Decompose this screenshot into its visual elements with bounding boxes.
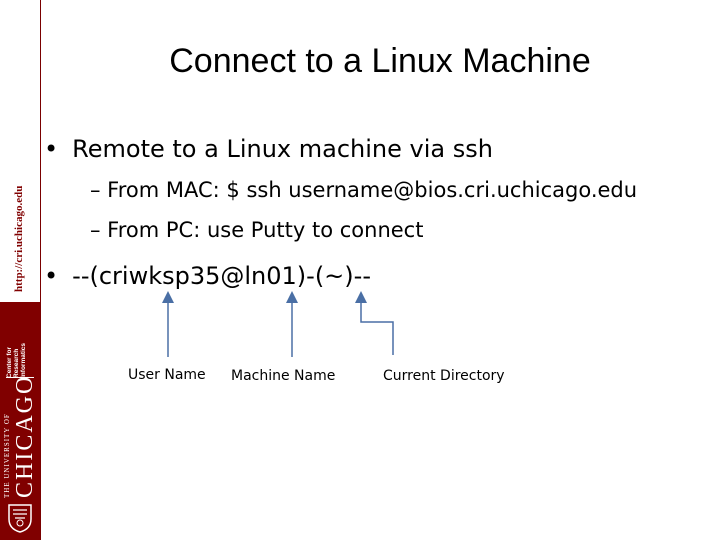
sidebar-divider <box>40 0 41 540</box>
bullet-glyph: • <box>44 135 59 163</box>
bullet-prompt: • --(criwksp35@ln01)-(~)-- <box>44 262 371 290</box>
university-seal-icon <box>8 504 32 533</box>
brand-block <box>0 302 40 540</box>
bullet-ssh-text: Remote to a Linux machine via ssh <box>72 135 493 163</box>
sub-bullet-pc: – From PC: use Putty to connect <box>90 218 424 242</box>
label-user-name: User Name <box>128 367 206 383</box>
label-current-directory: Current Directory <box>383 368 505 384</box>
label-machine-name: Machine Name <box>231 368 336 384</box>
bullet-glyph: • <box>44 262 59 290</box>
prompt-text: --(criwksp35@ln01)-(~)-- <box>72 262 371 290</box>
logo-divider <box>6 377 34 378</box>
slide-title: Connect to a Linux Machine <box>169 42 591 80</box>
bullet-ssh: • Remote to a Linux machine via ssh <box>44 135 493 163</box>
sidebar: http://cri.uchicago.edu Center for Resea… <box>0 0 40 540</box>
directory-arrow <box>355 291 394 355</box>
sub-bullet-mac: – From MAC: $ ssh username@bios.cri.uchi… <box>90 178 638 202</box>
